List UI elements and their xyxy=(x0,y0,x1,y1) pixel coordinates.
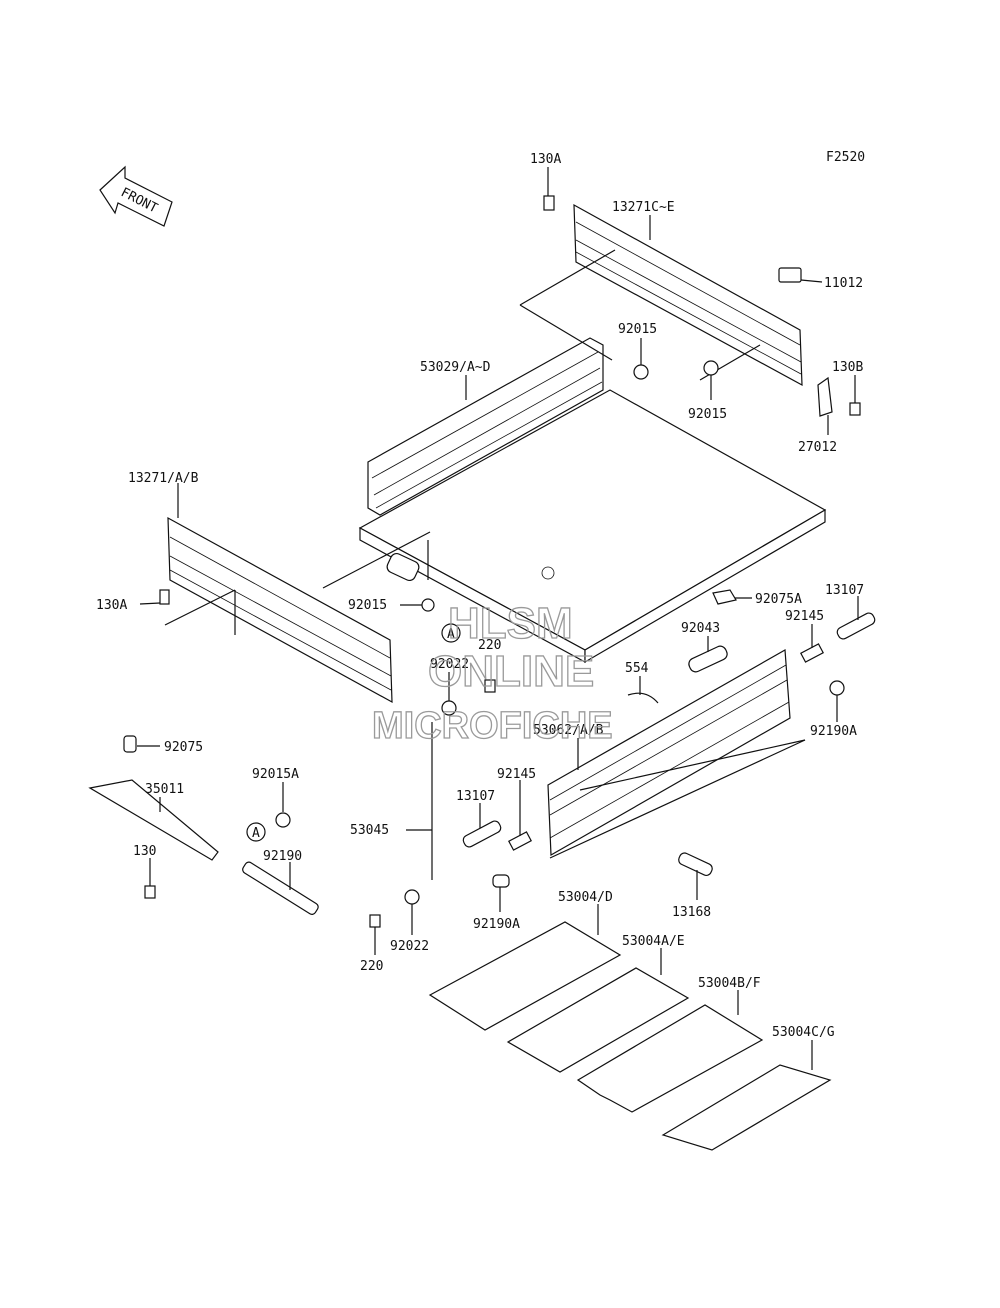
left-side-rail xyxy=(164,516,431,704)
label-13168: 13168 xyxy=(672,905,711,920)
pad-92075A-icon xyxy=(712,589,737,605)
label-92075: 92075 xyxy=(164,740,203,755)
spring-92145-m-icon xyxy=(508,831,532,851)
label-130: 130 xyxy=(133,844,156,859)
label-35011: 35011 xyxy=(145,782,184,797)
leader-lines xyxy=(137,167,859,1070)
cargo-bed xyxy=(358,337,827,664)
label-53004D: 53004/D xyxy=(558,890,613,905)
floor-mats xyxy=(428,921,832,1151)
label-92043: 92043 xyxy=(681,621,720,636)
label-27012: 27012 xyxy=(798,440,837,455)
label-92015-a: 92015 xyxy=(618,322,657,337)
right-side-rail xyxy=(519,203,803,387)
pin-13107-m-icon xyxy=(462,820,502,848)
label-130A-top: 130A xyxy=(530,152,561,167)
bolt-220-a-icon xyxy=(484,679,496,693)
clip-554-icon xyxy=(627,692,659,704)
bolt-130A-left-icon xyxy=(159,589,170,605)
label-92022-b: 92022 xyxy=(390,939,429,954)
watermark-line2: ONLINE xyxy=(428,647,594,696)
svg-text:A: A xyxy=(447,627,455,642)
label-92190A-r: 92190A xyxy=(810,724,857,739)
bolt-130A-top-icon xyxy=(543,195,555,211)
label-53004BF: 53004B/F xyxy=(698,976,761,991)
cap-92075-icon xyxy=(123,735,137,753)
label-13271C: 13271C~E xyxy=(612,200,675,215)
bolt-13168-icon xyxy=(678,852,713,877)
label-92015-c: 92015 xyxy=(348,598,387,613)
label-92015-b: 92015 xyxy=(688,407,727,422)
rod-92190-icon xyxy=(242,861,319,915)
label-220-a: 220 xyxy=(478,638,501,653)
label-92075A: 92075A xyxy=(755,592,802,607)
label-92190A-m: 92190A xyxy=(473,917,520,932)
callout-a-2: A xyxy=(246,822,266,842)
spring-92145-r-icon xyxy=(800,643,824,663)
label-554: 554 xyxy=(625,661,649,676)
part-labels: 130A 13271C~E 11012 92015 130B 53029/A~D… xyxy=(96,152,864,1040)
bolt-220-b-icon xyxy=(369,914,381,928)
nut-92015-c-icon xyxy=(421,598,435,612)
nut-92015A-icon xyxy=(275,812,291,828)
figure-code: F2520 xyxy=(826,150,865,165)
label-13271AB: 13271/A/B xyxy=(128,471,199,486)
watermark-line1: HLSM xyxy=(448,599,573,648)
pin-92043-icon xyxy=(688,645,728,673)
label-92145-r: 92145 xyxy=(785,609,824,624)
nut-92015-a-icon xyxy=(633,364,649,380)
label-92022-a: 92022 xyxy=(430,657,469,672)
label-53004AE: 53004A/E xyxy=(622,934,685,949)
label-13107-m: 13107 xyxy=(456,789,495,804)
small-parts xyxy=(88,195,876,928)
lever-35011-icon xyxy=(88,779,219,861)
watermark-line3: MICROFICHE xyxy=(372,705,613,747)
label-92015A: 92015A xyxy=(252,767,299,782)
label-11012: 11012 xyxy=(824,276,863,291)
label-13107-r: 13107 xyxy=(825,583,864,598)
label-130A-left: 130A xyxy=(96,598,127,613)
nut-92015-b-icon xyxy=(703,360,719,376)
tailgate xyxy=(547,649,806,859)
label-220-b: 220 xyxy=(360,959,383,974)
front-arrow-icon: FRONT xyxy=(99,165,173,227)
label-53004CG: 53004C/G xyxy=(772,1025,835,1040)
callout-a-1: A xyxy=(441,623,461,643)
bolt-130-icon xyxy=(144,885,156,899)
label-53062: 53062/A/B xyxy=(533,723,604,738)
label-92145-m: 92145 xyxy=(497,767,536,782)
label-130B: 130B xyxy=(832,360,863,375)
bushing-92190A-m-icon xyxy=(492,874,510,888)
washer-92022-b-icon xyxy=(404,889,420,905)
bushing-92190A-r-icon xyxy=(829,680,845,696)
watermark: HLSM ONLINE MICROFICHE xyxy=(371,598,613,747)
bracket-27012-icon xyxy=(817,376,833,417)
pin-13107-r-icon xyxy=(836,612,876,640)
label-53045: 53045 xyxy=(350,823,389,838)
svg-text:A: A xyxy=(252,826,260,841)
cap-11012-icon xyxy=(778,267,802,283)
label-53029: 53029/A~D xyxy=(420,360,491,375)
label-92190: 92190 xyxy=(263,849,302,864)
bolt-130B-icon xyxy=(849,402,861,416)
